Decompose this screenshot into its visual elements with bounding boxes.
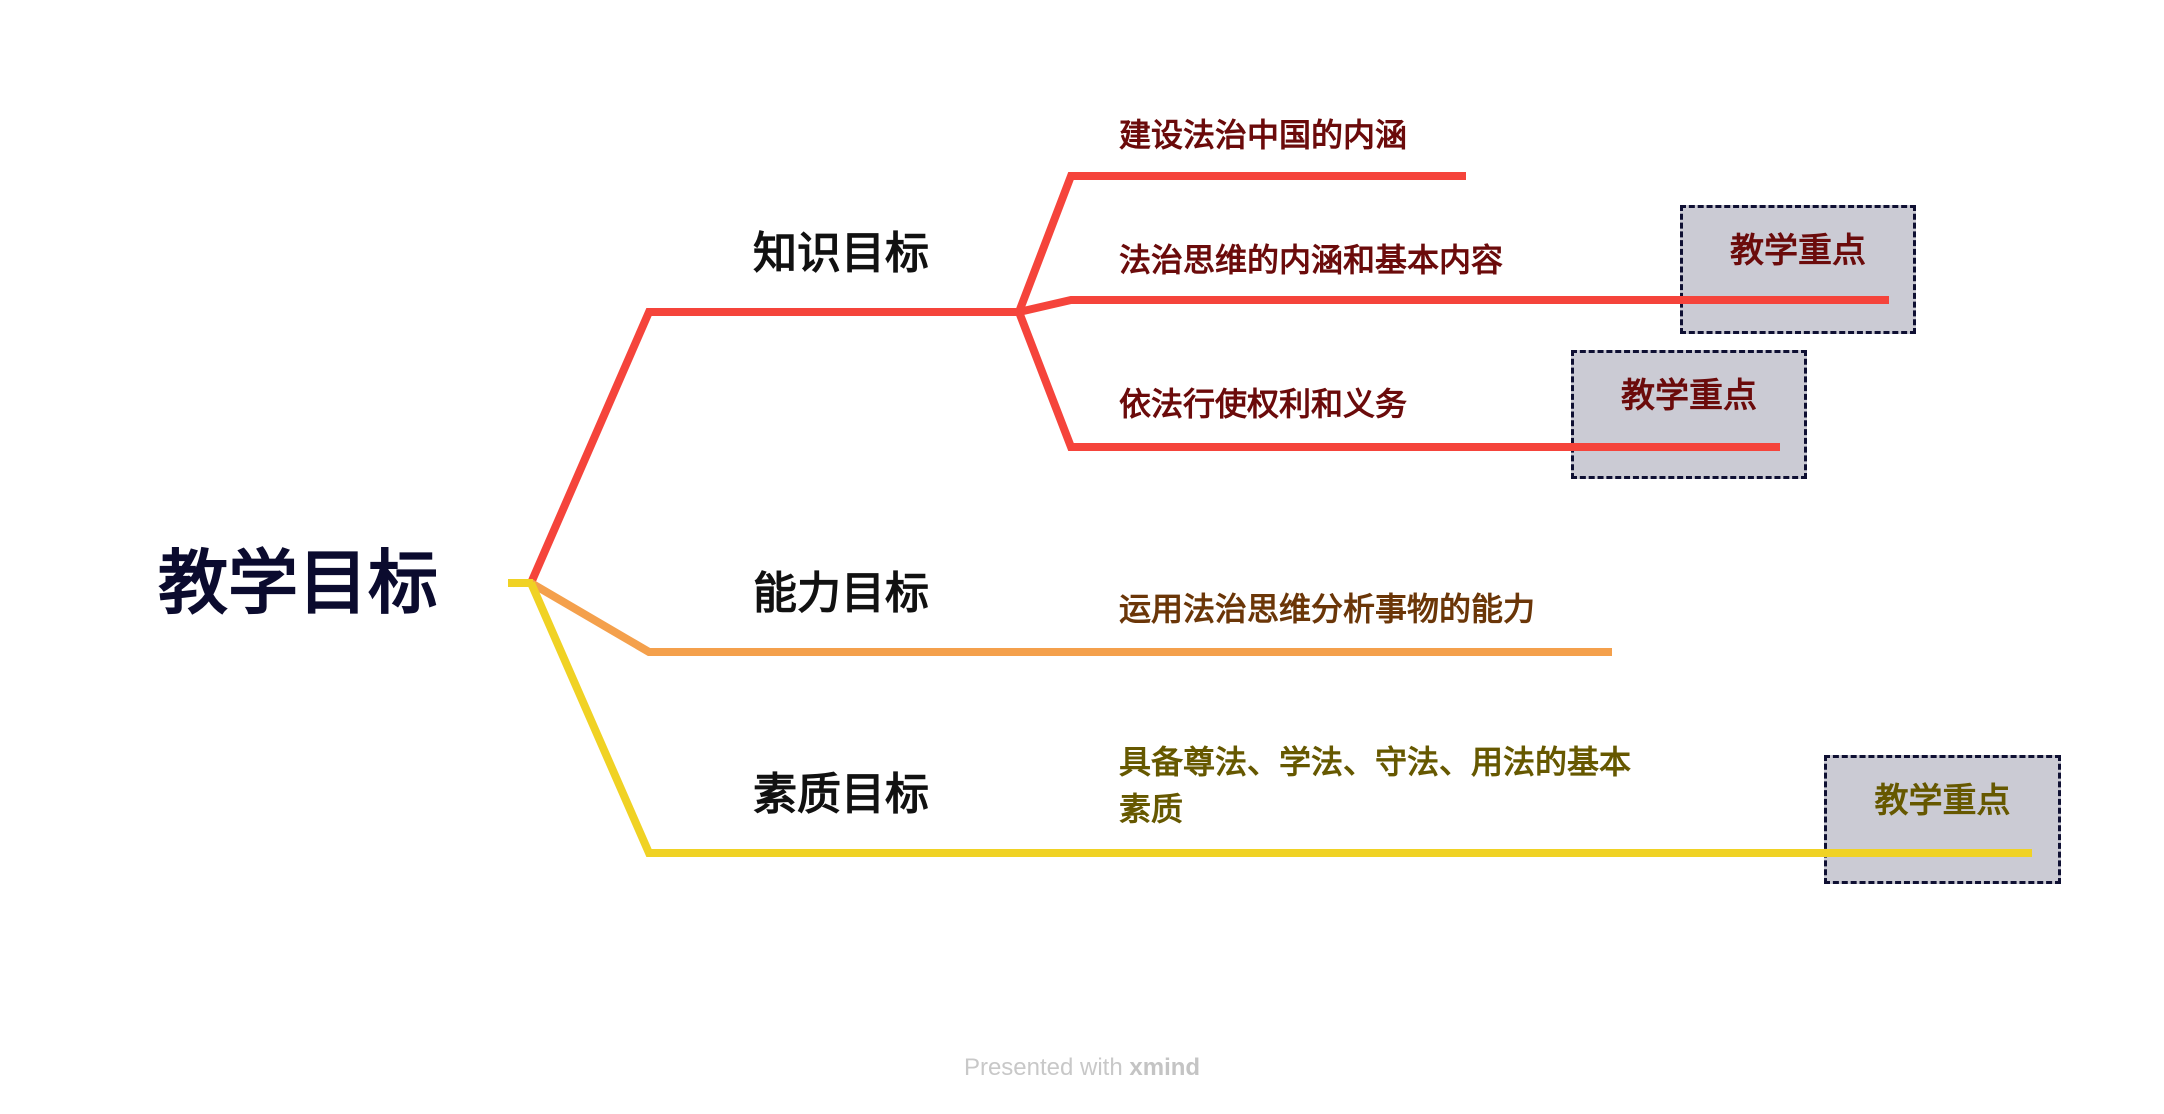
topic-quality-goal[interactable]: 素质目标 bbox=[753, 769, 929, 820]
footer-prefix: Presented with bbox=[963, 1054, 1123, 1081]
topic-knowledge-goal[interactable]: 知识目标 bbox=[753, 228, 929, 279]
connector-quality bbox=[527, 581, 2032, 857]
connector-knowledge bbox=[527, 308, 1019, 585]
connector-knowledge-leaf-3 bbox=[1015, 310, 1780, 451]
subtopic-line-1[interactable]: 具备尊法、学法、守法、用法的基本 bbox=[1119, 743, 1632, 781]
subtopic[interactable]: 法治思维的内涵和基本内容 bbox=[1119, 241, 1504, 279]
tag-label: 教学重点 bbox=[1621, 376, 1757, 416]
tag-label: 教学重点 bbox=[1730, 231, 1866, 271]
subtopic[interactable]: 运用法治思维分析事物的能力 bbox=[1119, 590, 1536, 628]
connector-knowledge-leaf-2 bbox=[1018, 296, 1889, 316]
subtopic-line-2[interactable]: 素质 bbox=[1119, 790, 1184, 828]
tag-box-key-point[interactable]: 教学重点 bbox=[1571, 350, 1807, 479]
xmind-logo: xmind bbox=[1129, 1054, 1201, 1081]
connector-knowledge-leaf-1 bbox=[1015, 172, 1466, 314]
connector-ability bbox=[528, 579, 1612, 656]
presented-with-footer: Presented with xmind bbox=[0, 1054, 2164, 1082]
tag-label: 教学重点 bbox=[1874, 781, 2011, 821]
root-topic[interactable]: 教学目标 bbox=[158, 542, 438, 624]
tag-box-key-point[interactable]: 教学重点 bbox=[1824, 755, 2061, 884]
subtopic[interactable]: 依法行使权利和义务 bbox=[1119, 385, 1408, 423]
tag-box-key-point[interactable]: 教学重点 bbox=[1680, 205, 1916, 334]
subtopic[interactable]: 建设法治中国的内涵 bbox=[1119, 116, 1408, 154]
topic-ability-goal[interactable]: 能力目标 bbox=[753, 568, 929, 619]
